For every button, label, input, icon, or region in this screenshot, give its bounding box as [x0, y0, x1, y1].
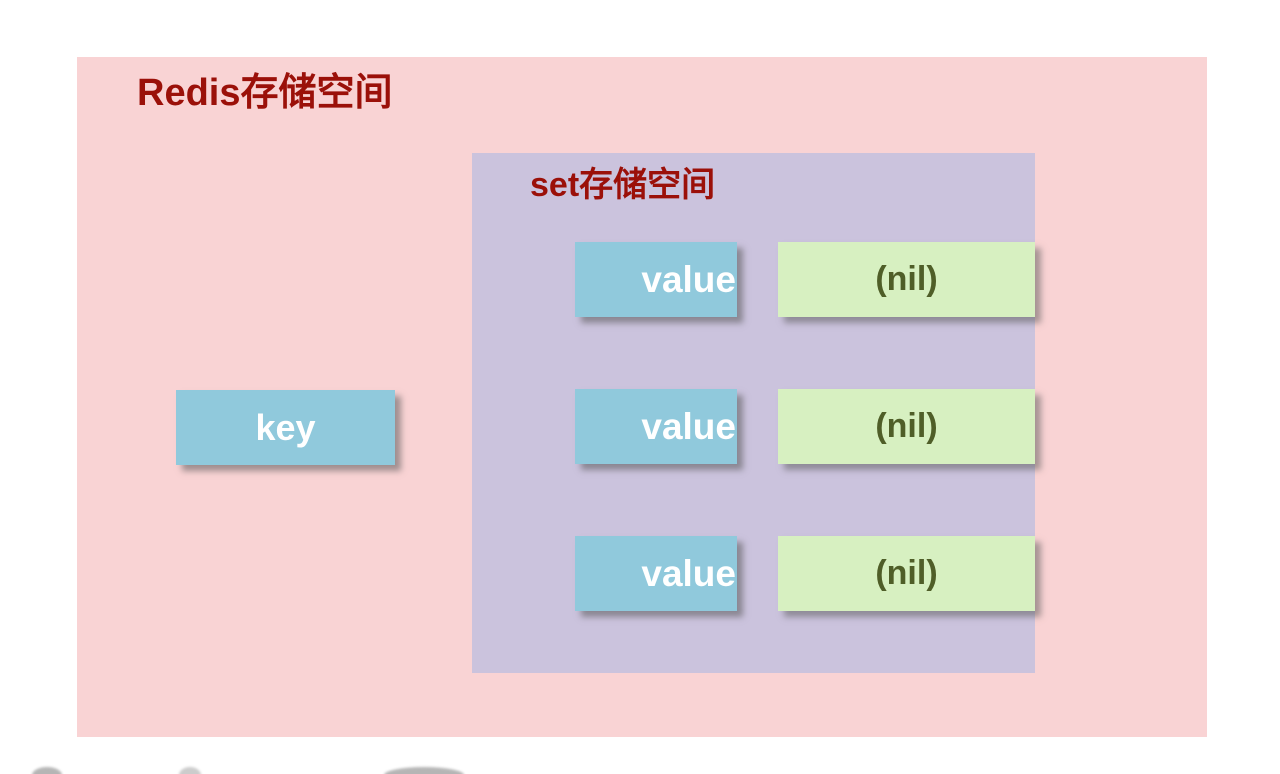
set-storage-title: set存储空间	[530, 165, 715, 207]
value-box-2: value	[575, 389, 737, 464]
value-label-2: value	[641, 405, 736, 447]
nil-label-3: (nil)	[875, 554, 938, 592]
value-box-1: value	[575, 242, 737, 317]
nil-label-2: (nil)	[875, 407, 938, 445]
key-label: key	[255, 406, 316, 448]
nil-box-2: (nil)	[778, 389, 1035, 464]
value-box-3: value	[575, 536, 737, 611]
set-storage-space-box: set存储空间 value (nil) value (nil) value (n…	[472, 153, 1035, 673]
nil-box-1: (nil)	[778, 242, 1035, 317]
cutoff-icon-3	[384, 767, 464, 774]
cutoff-icon-2	[179, 767, 201, 774]
cutoff-icon-1	[32, 767, 62, 774]
redis-title-cjk: 存储空间	[240, 72, 393, 114]
redis-storage-title: Redis存储空间	[137, 71, 393, 117]
redis-title-latin: Redis	[137, 72, 241, 114]
set-title-latin: set	[530, 166, 580, 204]
set-title-cjk: 存储空间	[579, 167, 716, 204]
nil-label-1: (nil)	[875, 260, 938, 298]
value-label-3: value	[641, 552, 736, 594]
nil-box-3: (nil)	[778, 536, 1035, 611]
redis-storage-space-box: Redis存储空间 key set存储空间 value (nil) value …	[77, 57, 1207, 737]
value-label-1: value	[641, 258, 736, 300]
key-box: key	[176, 390, 395, 465]
